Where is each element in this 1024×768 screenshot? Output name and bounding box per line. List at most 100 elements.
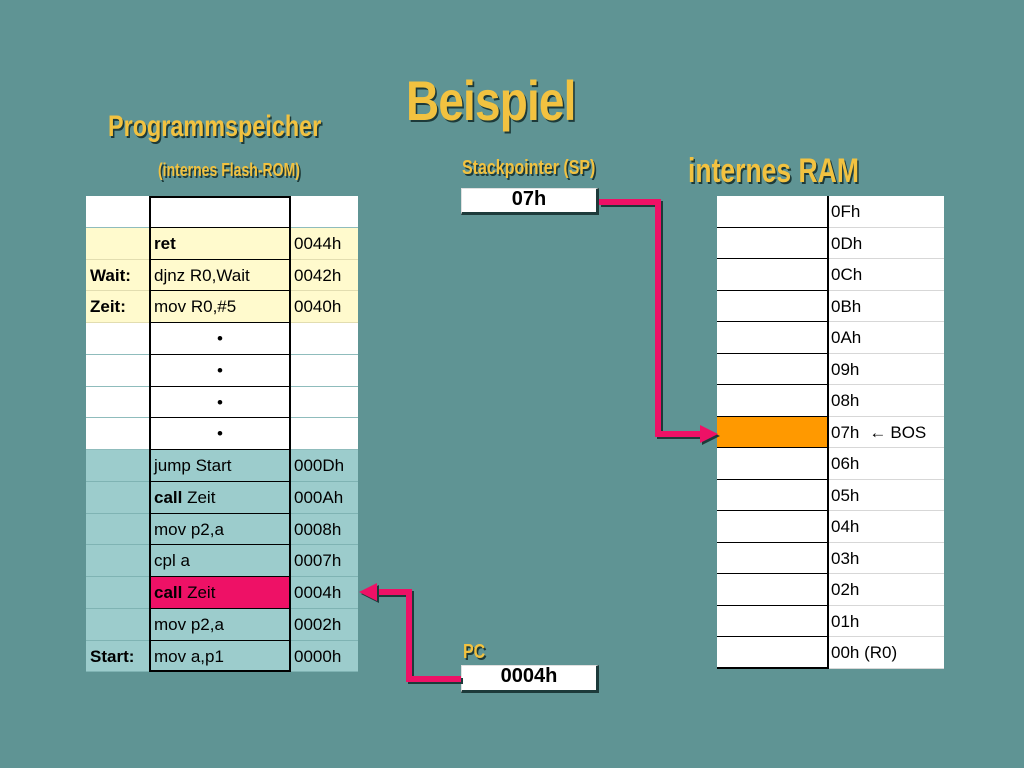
instruction-text: djnz R0,Wait <box>154 266 250 285</box>
prog-label-cell <box>86 514 149 545</box>
prog-label-cell <box>86 323 149 355</box>
instruction-text: mov a,p1 <box>154 647 224 666</box>
ram-value-cell <box>717 291 827 322</box>
prog-label-cell <box>86 387 149 418</box>
prog-instruction-cell: • <box>149 418 291 450</box>
prog-address-cell <box>290 323 358 355</box>
prog-instruction-cell: mov p2,a <box>149 514 291 545</box>
prog-label-cell <box>86 577 149 609</box>
prog-label-cell <box>86 228 149 260</box>
ram-address-text: 00h (R0) <box>831 643 898 662</box>
ram-address-text: 04h <box>831 517 860 536</box>
ram-address-cell: 07h←BOS <box>827 417 944 448</box>
prog-address-cell: 0042h <box>290 260 358 291</box>
prog-instruction-cell: • <box>149 355 291 387</box>
stackpointer-value: 07h <box>511 188 547 210</box>
prog-instruction-cell: mov R0,#5 <box>149 291 291 323</box>
instruction-text: • <box>217 424 223 443</box>
ram-address-text: 07h <box>831 423 860 442</box>
ram-address-cell: 00h (R0) <box>827 637 944 669</box>
ram-address-cell: 01h <box>827 606 944 637</box>
ram-address-text: 01h <box>831 612 860 631</box>
prog-label-cell: Start: <box>86 641 149 672</box>
instruction-keyword: ret <box>154 234 176 253</box>
pc-arrow <box>359 583 463 684</box>
prog-label-cell <box>86 450 149 482</box>
prog-address-cell: 0004h <box>290 577 358 609</box>
page-title: Beispiel <box>406 69 576 132</box>
prog-instruction-cell: mov a,p1 <box>149 641 291 672</box>
ram-address-cell: 04h <box>827 511 944 543</box>
instruction-text: Zeit <box>182 488 216 507</box>
ram-address-text: 02h <box>831 580 860 599</box>
pc-title: PC <box>463 641 486 663</box>
prog-address-cell: 0000h <box>290 641 358 672</box>
ram-address-text: 05h <box>831 486 860 505</box>
ram-value-cell <box>717 448 827 480</box>
ram-address-cell: 03h <box>827 543 944 574</box>
prog-instruction-cell: ret <box>149 228 291 260</box>
ram-address-cell: 0Dh <box>827 228 944 259</box>
prog-label-cell <box>86 418 149 450</box>
ram-value-cell <box>717 259 827 291</box>
prog-address-cell: 0040h <box>290 291 358 323</box>
prog-address-cell: 0044h <box>290 228 358 260</box>
prog-label-cell <box>86 196 149 228</box>
program-memory-title: Programmspeicher <box>108 110 322 143</box>
prog-address-cell: 000Ah <box>290 482 358 514</box>
ram-address-text: 09h <box>831 360 860 379</box>
ram-address-text: 08h <box>831 391 860 410</box>
prog-address-cell: 0007h <box>290 545 358 577</box>
instruction-text: • <box>217 329 223 348</box>
prog-instruction-cell: call Zeit <box>149 482 291 514</box>
prog-address-cell <box>290 387 358 418</box>
bos-label: BOS <box>890 423 927 442</box>
prog-label-cell <box>86 609 149 641</box>
instruction-text: Zeit <box>182 583 216 602</box>
prog-address-cell: 0008h <box>290 514 358 545</box>
ram-value-cell <box>717 385 827 417</box>
program-memory-subtitle: (internes Flash-ROM) <box>158 160 300 180</box>
prog-instruction-cell: djnz R0,Wait <box>149 260 291 291</box>
ram-address-cell: 0Bh <box>827 291 944 322</box>
stackpointer-register: 07h <box>461 188 599 215</box>
ram-value-cell <box>717 354 827 385</box>
prog-instruction-cell: jump Start <box>149 450 291 482</box>
ram-address-cell: 06h <box>827 448 944 480</box>
instruction-text: mov p2,a <box>154 520 224 539</box>
prog-label-cell <box>86 482 149 514</box>
instruction-keyword: call <box>154 488 183 507</box>
ram-address-cell: 0Fh <box>827 196 944 228</box>
instruction-text: • <box>217 393 223 412</box>
ram-value-cell <box>717 417 827 448</box>
ram-value-cell <box>717 606 827 637</box>
ram-address-text: 03h <box>831 549 860 568</box>
ram-address-text: 0Ch <box>831 265 863 284</box>
ram-title: internes RAM <box>688 152 859 190</box>
ram-value-cell <box>717 574 827 606</box>
ram-address-cell: 02h <box>827 574 944 606</box>
prog-instruction-cell: mov p2,a <box>149 609 291 641</box>
ram-value-cell <box>717 511 827 543</box>
prog-instruction-cell: • <box>149 323 291 355</box>
ram-value-cell <box>717 228 827 259</box>
ram-address-text: 06h <box>831 454 860 473</box>
ram-value-cell <box>717 543 827 574</box>
instruction-text: jump Start <box>154 456 232 475</box>
ram-address-cell: 0Ah <box>827 322 944 354</box>
instruction-text: mov p2,a <box>154 615 224 634</box>
prog-label-cell: Wait: <box>86 260 149 291</box>
ram-address-text: 0Ah <box>831 328 862 347</box>
ram-address-cell: 09h <box>827 354 944 385</box>
instruction-text: cpl a <box>154 551 190 570</box>
prog-label-cell: Zeit: <box>86 291 149 323</box>
ram-address-text: 0Dh <box>831 234 863 253</box>
instruction-keyword: call <box>154 583 183 602</box>
prog-address-cell <box>290 418 358 450</box>
ram-address-cell: 08h <box>827 385 944 417</box>
prog-address-cell <box>290 196 358 228</box>
ram-value-cell <box>717 196 827 228</box>
ram-address-cell: 05h <box>827 480 944 511</box>
pc-value: 0004h <box>500 665 558 687</box>
